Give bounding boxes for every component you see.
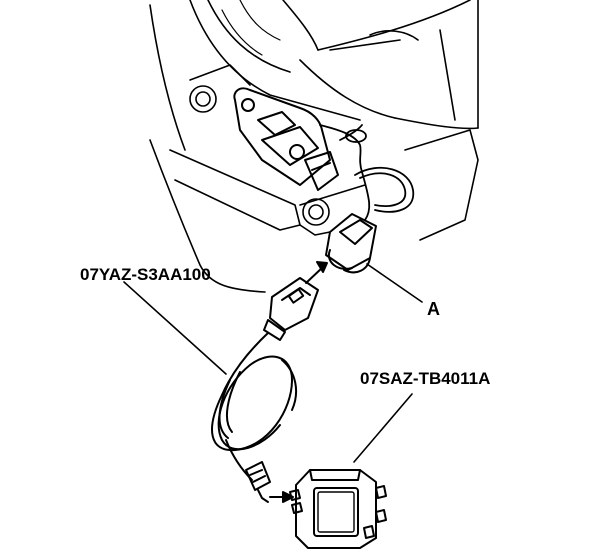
wire-harness [319, 124, 414, 221]
mount-bolt-upper [189, 85, 217, 113]
leader-line-adapter [123, 281, 227, 375]
leader-line-a [366, 263, 423, 303]
tool-simulator-label: 07SAZ-TB4011A [360, 369, 491, 388]
tool-adapter-label: 07YAZ-S3AA100 [80, 265, 211, 284]
side-impact-sensor-icon [233, 87, 339, 191]
connector-a-label: A [427, 299, 440, 319]
cable-end-plug [245, 461, 271, 503]
insert-arrow-lower [269, 491, 294, 503]
coiled-cable [211, 332, 298, 481]
harness-connector-icon [325, 213, 377, 274]
leader-line-simulator [353, 393, 413, 463]
insert-arrow-upper [305, 261, 328, 284]
adapter-plug-icon [263, 277, 319, 341]
body-panel [149, 0, 479, 293]
mount-bolt-lower [302, 198, 330, 226]
srs-simulator-icon [289, 469, 387, 549]
